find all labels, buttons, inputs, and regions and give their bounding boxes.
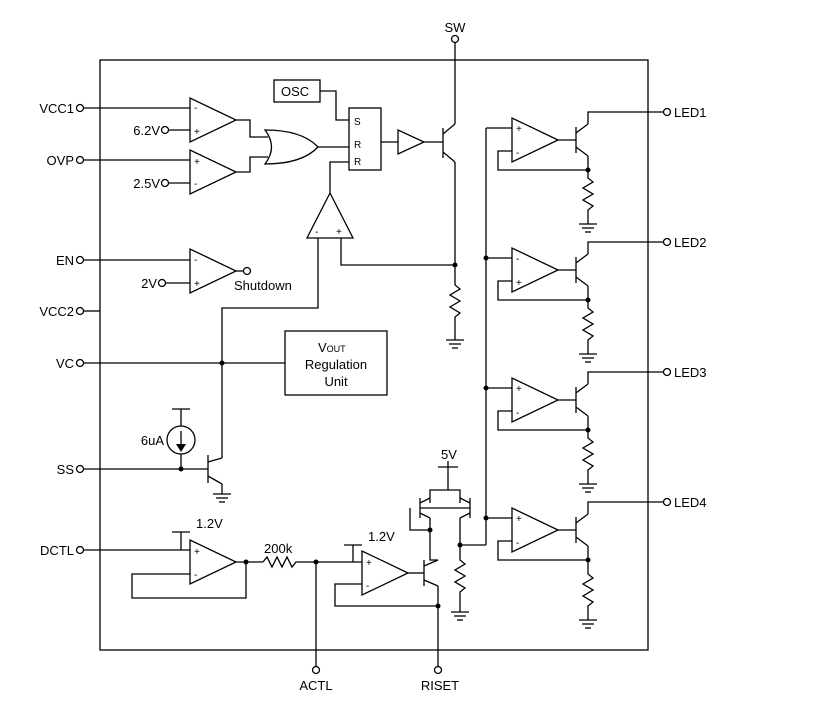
ref-25v: 2.5V — [133, 176, 160, 191]
pin-actl — [311, 665, 321, 675]
led1-channel: + - — [486, 111, 663, 233]
label-actl: ACTL — [299, 678, 332, 693]
led3-amp-minus: - — [516, 408, 519, 419]
or-gate — [263, 129, 319, 165]
led1-amp-plus: + — [516, 124, 522, 135]
shutdown-label: Shutdown — [234, 278, 292, 293]
en-comparator — [189, 247, 238, 295]
pin-vc — [75, 358, 85, 368]
label-vcc1: VCC1 — [39, 101, 74, 116]
pin-ovp — [75, 155, 85, 165]
vout-line3: Unit — [324, 374, 348, 389]
chip-boundary — [99, 59, 649, 651]
ref-62v-node — [160, 125, 170, 135]
ovp-cmp-minus: - — [194, 179, 197, 190]
current-comparator — [305, 191, 355, 239]
ref-12v-riset: 1.2V — [368, 529, 395, 544]
pin-vcc2 — [75, 306, 85, 316]
ref-2v-node — [157, 278, 167, 288]
label-led2: LED2 — [674, 235, 707, 250]
pin-dctl — [75, 545, 85, 555]
current-source-label: 6uA — [141, 433, 164, 448]
osc-label: OSC — [281, 84, 309, 99]
pin-riset — [433, 665, 443, 675]
ovp-cmp-plus: + — [194, 157, 200, 168]
vout-line2: Regulation — [305, 357, 367, 372]
vout-label: V — [318, 340, 327, 355]
pin-led1 — [662, 107, 672, 117]
vcc1-cmp-minus: - — [194, 103, 197, 114]
en-cmp-minus: - — [194, 255, 197, 266]
led1-amp-minus: - — [516, 148, 519, 159]
label-led1: LED1 — [674, 105, 707, 120]
mirror-resistor — [453, 545, 467, 612]
cur-cmp-minus: - — [315, 227, 318, 238]
led4-amp-plus: + — [516, 514, 522, 525]
vout-regulation-unit — [284, 330, 388, 396]
label-led4: LED4 — [674, 495, 707, 510]
riset-buffer — [361, 549, 410, 597]
en-cmp-plus: + — [194, 279, 200, 290]
label-ss: SS — [57, 462, 75, 477]
ground-icon — [451, 611, 469, 621]
svg-text:VOUT: VOUT — [318, 340, 346, 355]
pin-sw — [450, 34, 460, 44]
dctl-buffer — [189, 538, 238, 586]
dctl-buf-minus: - — [194, 570, 197, 581]
resistor-200k-label: 200k — [264, 541, 293, 556]
switch-driver-buffer — [397, 128, 426, 156]
pin-vcc1 — [75, 103, 85, 113]
sr-s-label: S — [354, 117, 361, 128]
riset-buf-minus: - — [366, 581, 369, 592]
ref-2v: 2V — [141, 276, 157, 291]
label-dctl: DCTL — [40, 543, 74, 558]
label-ovp: OVP — [47, 153, 74, 168]
sr-r2-label: R — [354, 157, 361, 168]
label-sw: SW — [445, 20, 467, 35]
vcc1-cmp-plus: + — [194, 127, 200, 138]
vcc1-comparator — [189, 96, 238, 144]
riset-buf-plus: + — [366, 558, 372, 569]
ovp-comparator — [189, 148, 238, 196]
ref-62v: 6.2V — [133, 123, 160, 138]
sw-resistor — [448, 284, 462, 340]
ref-12v-dctl: 1.2V — [196, 516, 223, 531]
label-vc: VC — [56, 356, 74, 371]
label-en: EN — [56, 253, 74, 268]
resistor-200k — [262, 555, 362, 569]
ground-icon — [446, 339, 464, 349]
ground-icon — [213, 493, 231, 503]
vout-subscript: OUT — [327, 344, 347, 354]
led3-channel: + - — [486, 371, 663, 493]
label-riset: RISET — [421, 678, 459, 693]
pin-led3 — [662, 367, 672, 377]
led2-channel: - + — [486, 241, 663, 363]
pin-led4 — [662, 497, 672, 507]
ref-25v-node — [160, 178, 170, 188]
led4-amp-minus: - — [516, 538, 519, 549]
cur-cmp-plus: + — [336, 227, 342, 238]
pin-led2 — [662, 237, 672, 247]
led3-amp-plus: + — [516, 384, 522, 395]
dctl-buf-plus: + — [194, 547, 200, 558]
led4-channel: + - — [486, 501, 663, 629]
pin-ss — [75, 464, 85, 474]
label-vcc2: VCC2 — [39, 304, 74, 319]
led2-amp-minus: - — [516, 254, 519, 265]
led2-amp-plus: + — [516, 278, 522, 289]
sr-r1-label: R — [354, 140, 361, 151]
ref-5v: 5V — [441, 447, 457, 462]
pin-en — [75, 255, 85, 265]
sr-latch — [348, 107, 382, 171]
label-led3: LED3 — [674, 365, 707, 380]
